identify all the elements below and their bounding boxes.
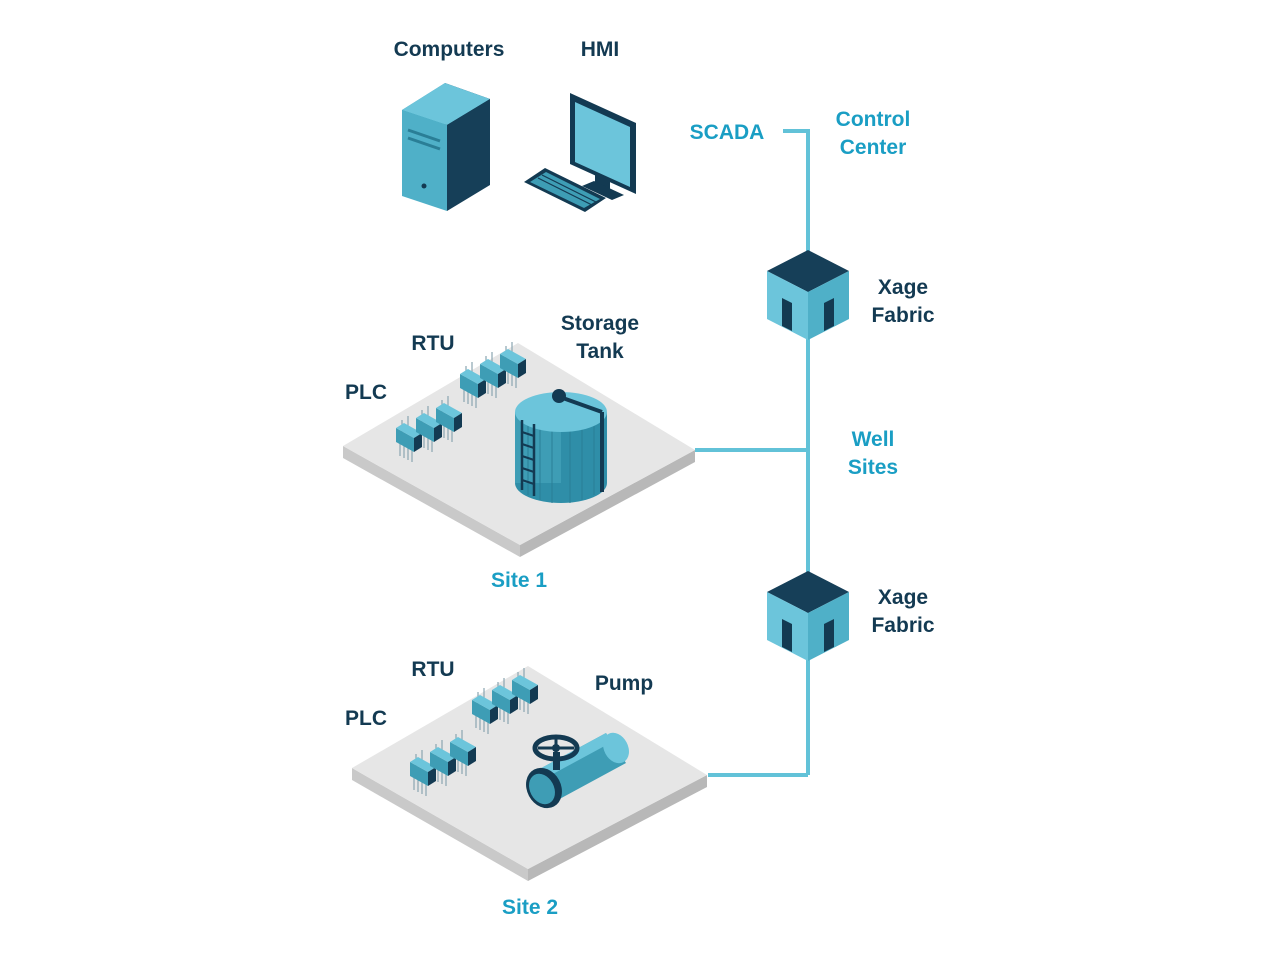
computer-icon: [402, 83, 490, 211]
control-center-label-line2: Center: [840, 136, 907, 159]
storage-tank-label-line2: Tank: [576, 340, 624, 363]
scada-label: SCADA: [690, 121, 765, 144]
site1-plc-modules: [396, 396, 462, 462]
xage-fabric-top-icon: [767, 250, 849, 340]
site2-plc-label: PLC: [345, 707, 387, 730]
site1-plc-label: PLC: [345, 381, 387, 404]
hmi-monitor-icon: [524, 93, 636, 212]
computers-label: Computers: [394, 38, 505, 61]
control-center-label-line1: Control: [836, 108, 911, 131]
site2-plc-modules: [410, 730, 476, 796]
xage-fabric-bottom-label-line2: Fabric: [871, 614, 934, 637]
pump-icon: [526, 732, 629, 809]
xage-fabric-top-label-line1: Xage: [878, 276, 928, 299]
site2-rtu-label: RTU: [411, 658, 454, 681]
xage-fabric-bottom-icon: [767, 571, 849, 661]
hmi-label: HMI: [581, 38, 620, 61]
xage-fabric-top-label-line2: Fabric: [871, 304, 934, 327]
well-sites-label-line2: Sites: [848, 456, 898, 479]
site1-rtu-label: RTU: [411, 332, 454, 355]
storage-tank-label-line1: Storage: [561, 312, 639, 335]
site1-rtu-modules: [460, 342, 526, 408]
labels: Computers HMI SCADA Control Center Xage …: [345, 38, 935, 919]
site2-name-label: Site 2: [502, 896, 558, 919]
xage-fabric-bottom-label-line1: Xage: [878, 586, 928, 609]
site1-name-label: Site 1: [491, 569, 547, 592]
pump-label: Pump: [595, 672, 653, 695]
site2-platform: [352, 666, 707, 881]
connector-lines: [695, 129, 810, 777]
well-sites-label-line1: Well: [852, 428, 895, 451]
storage-tank-icon: [515, 389, 607, 503]
site2-rtu-modules: [472, 668, 538, 734]
scada-link-line: [783, 129, 810, 300]
